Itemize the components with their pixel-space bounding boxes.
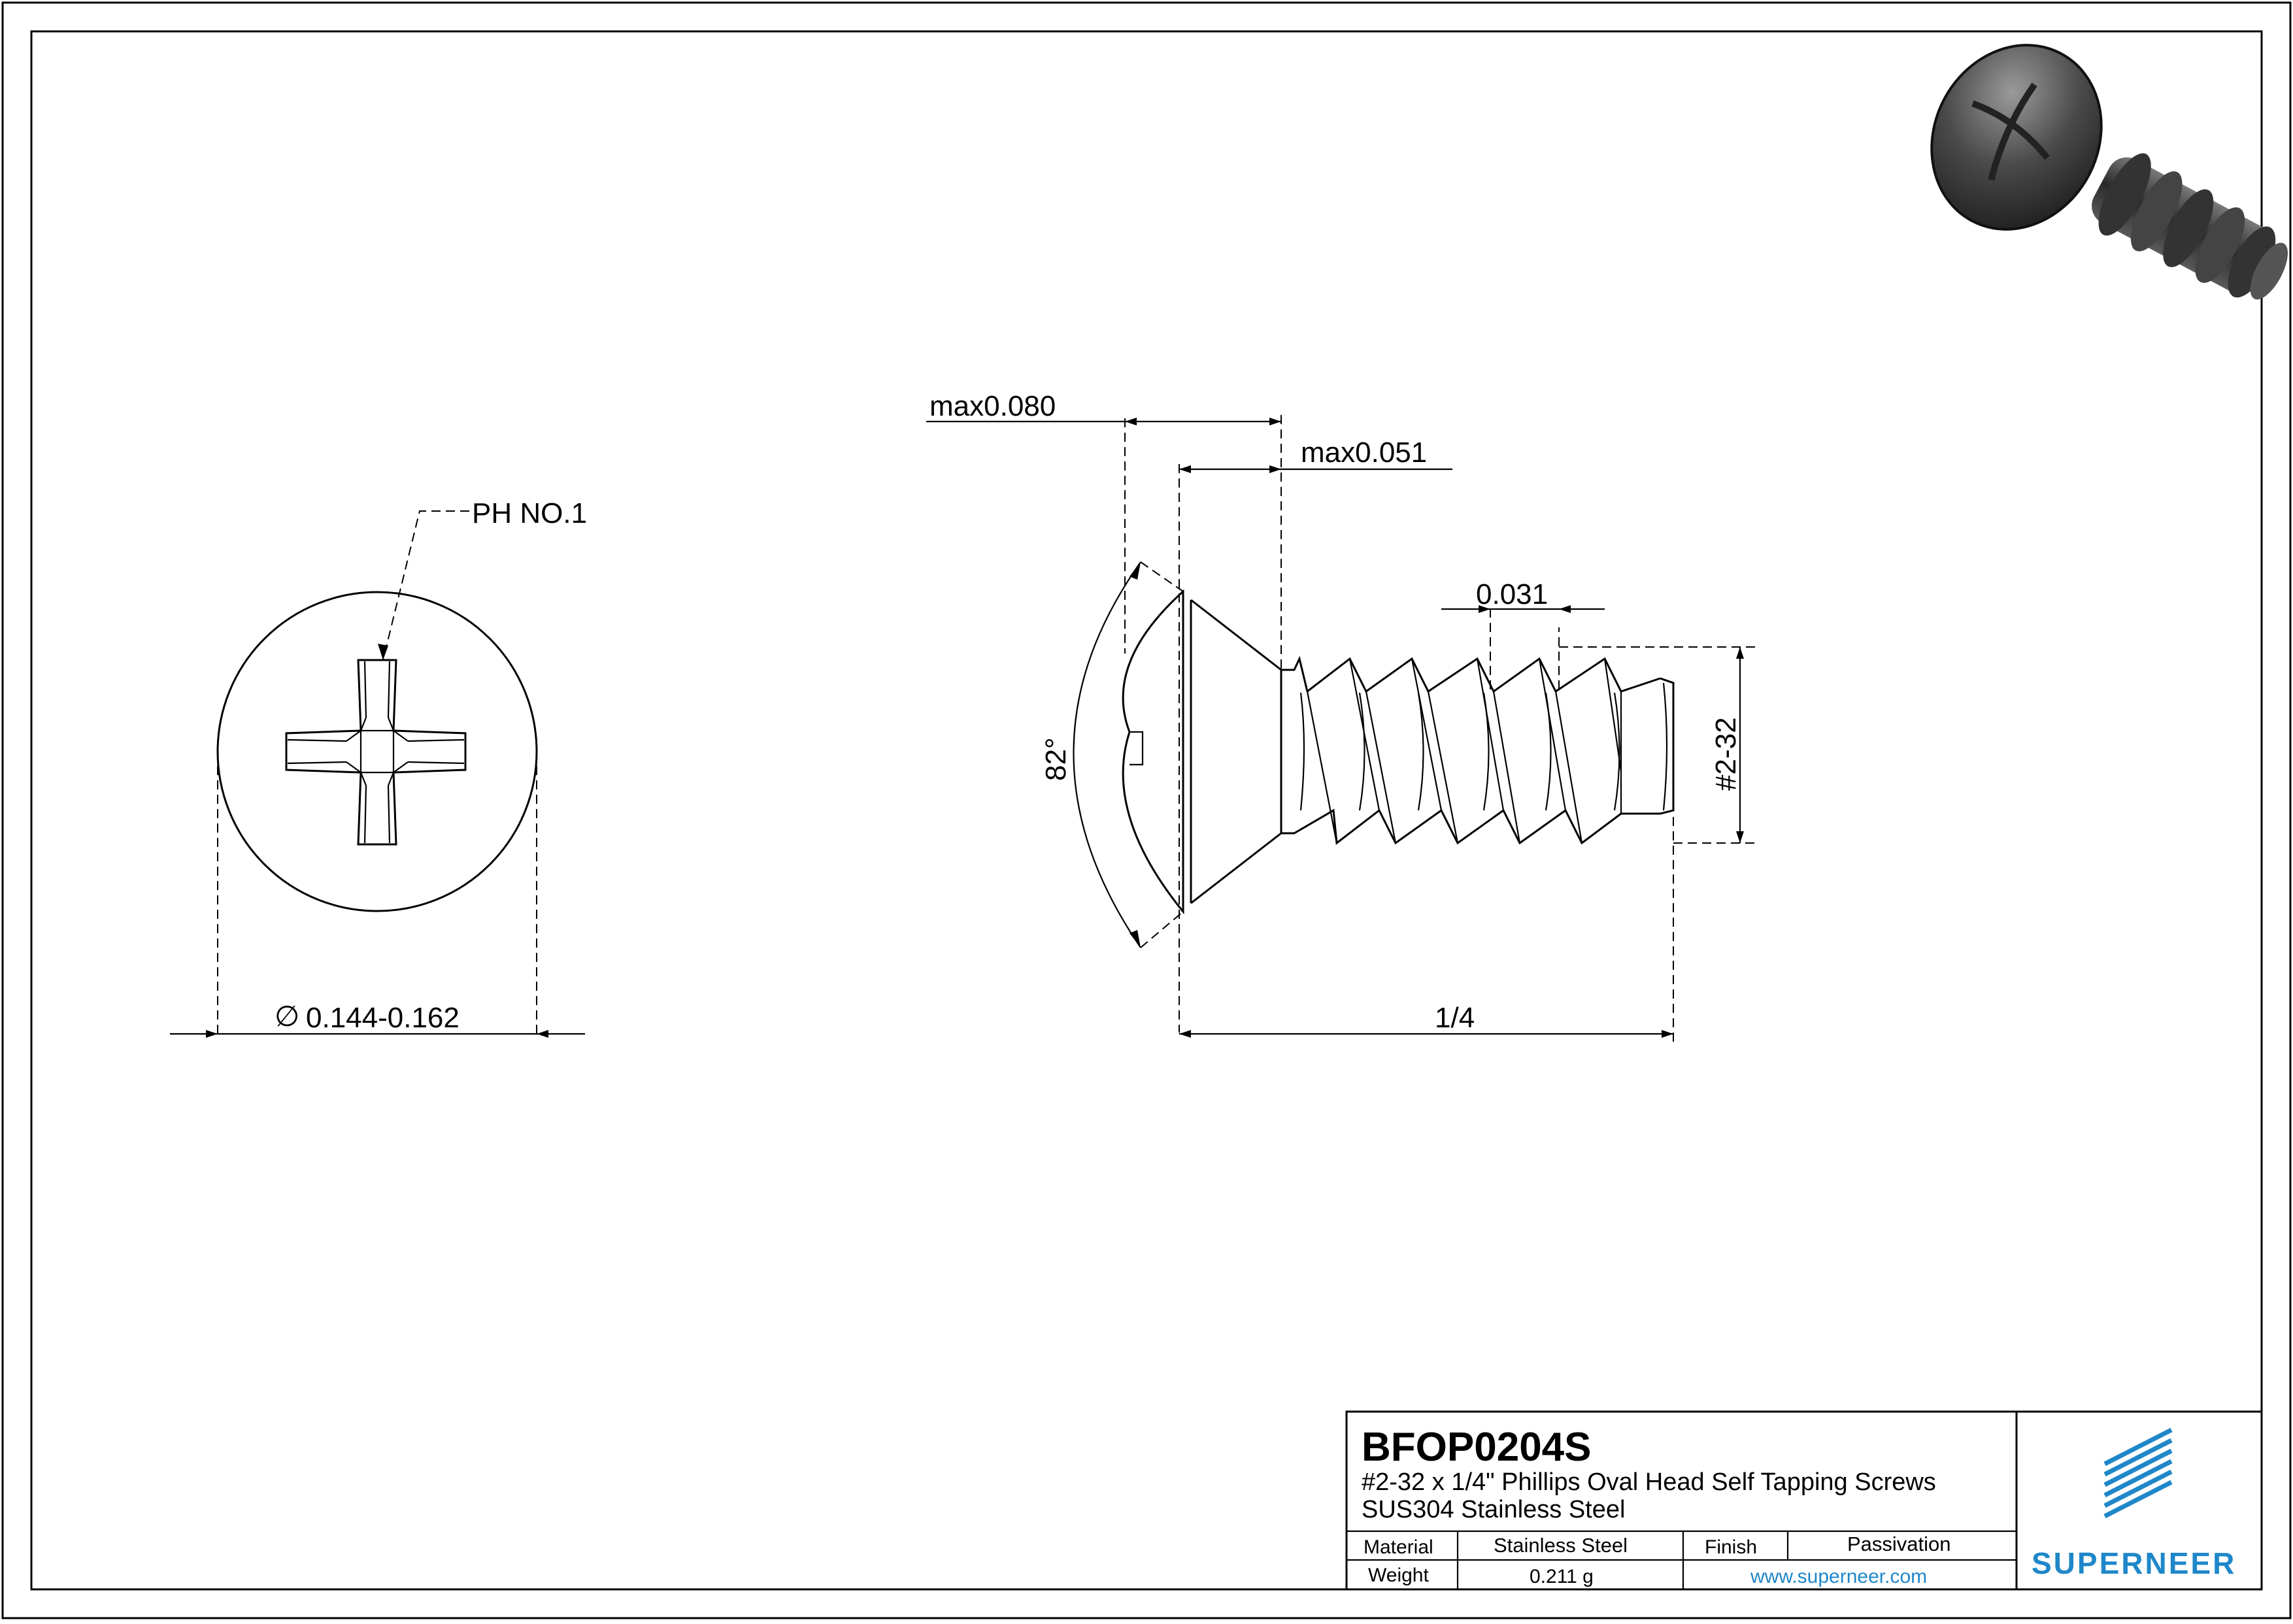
brand-name: SUPERNEER — [2032, 1546, 2236, 1580]
top-view: PH NO.1 ∅ 0.144-0.162 — [170, 497, 587, 1038]
title-block: BFOP0204S #2-32 x 1/4" Phillips Oval Hea… — [1345, 1410, 2263, 1591]
drive-label: PH NO.1 — [472, 497, 587, 529]
material-description: SUS304 Stainless Steel — [1362, 1496, 1625, 1523]
head-height-label: max0.080 — [929, 390, 1056, 422]
superneer-logo-icon — [2103, 1427, 2173, 1519]
angle-label: 82° — [1040, 737, 1072, 781]
part-description: #2-32 x 1/4" Phillips Oval Head Self Tap… — [1362, 1468, 1936, 1496]
material-value: Stainless Steel — [1494, 1534, 1628, 1557]
website-link[interactable]: www.superneer.com — [1750, 1566, 1927, 1587]
thread-size-label: #2-32 — [1710, 717, 1742, 791]
side-view: max0.080 max0.051 0.031 82° #2-32 1/4 — [926, 390, 1758, 1046]
head-outline — [216, 591, 538, 912]
finish-label: Finish — [1705, 1536, 1757, 1558]
diameter-symbol: ∅ — [275, 1001, 299, 1033]
phillips-recess — [285, 659, 467, 846]
finish-value: Passivation — [1847, 1533, 1951, 1555]
material-label: Material — [1364, 1536, 1433, 1558]
screw-render-image — [1930, 44, 2288, 300]
part-number: BFOP0204S — [1362, 1425, 1592, 1470]
inner-frame — [30, 30, 2263, 1591]
pitch-label: 0.031 — [1476, 578, 1548, 610]
weight-label: Weight — [1368, 1565, 1429, 1586]
diameter-label: 0.144-0.162 — [306, 1002, 460, 1034]
length-label: 1/4 — [1435, 1002, 1475, 1034]
head-oval-label: max0.051 — [1301, 437, 1427, 469]
weight-value: 0.211 g — [1530, 1566, 1594, 1587]
